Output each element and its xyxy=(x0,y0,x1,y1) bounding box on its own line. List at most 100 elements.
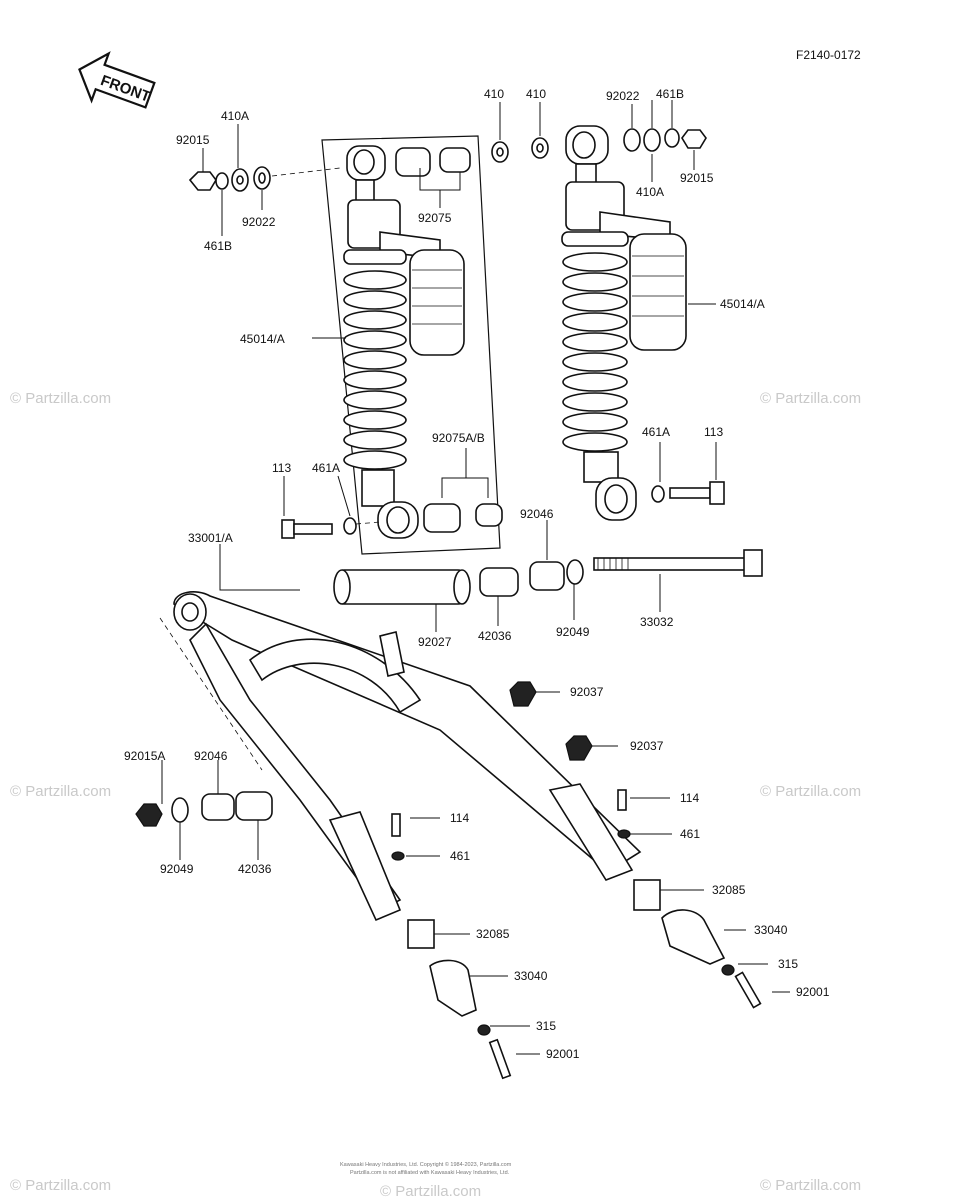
shock-bolts xyxy=(281,481,725,539)
label-461B-top-left: 461B xyxy=(204,239,232,253)
swingarm-hardware xyxy=(391,681,631,861)
right-shock-group xyxy=(561,125,687,521)
leader-lines xyxy=(161,100,790,1055)
label-461-left: 461 xyxy=(450,849,470,863)
label-92049-center: 92049 xyxy=(556,625,590,639)
label-92015A: 92015A xyxy=(124,749,165,763)
label-45014-left: 45014/A xyxy=(240,332,285,346)
block-32085-left xyxy=(407,919,435,949)
bushing-92075A xyxy=(423,503,461,533)
chain-adjusters xyxy=(407,879,762,1080)
label-33032: 33032 xyxy=(640,615,674,629)
watermarks: © Partzilla.com © Partzilla.com © Partzi… xyxy=(10,390,861,1200)
swingarm xyxy=(159,591,642,922)
washer-461B-left xyxy=(215,172,229,190)
label-315-right: 315 xyxy=(778,957,798,971)
label-113-right: 113 xyxy=(704,425,723,439)
diagram-code: F2140-0172 xyxy=(796,48,861,62)
footer-line-2: Partzilla.com is not affiliated with Kaw… xyxy=(350,1170,510,1176)
bushing-42036-center xyxy=(479,567,519,597)
label-92001-left: 92001 xyxy=(546,1047,580,1061)
top-right-hardware xyxy=(491,128,707,163)
label-92075: 92075 xyxy=(418,211,452,225)
label-92046-left: 92046 xyxy=(194,749,228,763)
label-92037-b: 92037 xyxy=(630,739,664,753)
bolt-114-right xyxy=(617,789,627,811)
label-92049-left: 92049 xyxy=(160,862,194,876)
left-shock-reservoir xyxy=(409,249,465,356)
watermark-bottom-left: © Partzilla.com xyxy=(10,1177,111,1194)
adjuster-33040-right xyxy=(661,909,726,965)
footer: Kawasaki Heavy Industries, Ltd. Copyrigh… xyxy=(340,1161,512,1176)
label-410-a: 410 xyxy=(484,87,504,101)
bearing-92046-center xyxy=(529,561,565,591)
label-315-left: 315 xyxy=(536,1019,556,1033)
bushing-92075-b xyxy=(439,147,471,173)
left-pivot-hardware xyxy=(135,791,273,827)
label-92015-top-right: 92015 xyxy=(680,171,714,185)
bushing-92075B xyxy=(475,503,503,527)
nut-315-left xyxy=(477,1024,491,1036)
washer-461-left xyxy=(391,851,405,861)
label-114-left: 114 xyxy=(450,811,469,825)
label-92022-top-right: 92022 xyxy=(606,89,640,103)
label-461A-left: 461A xyxy=(312,461,340,475)
label-114-right: 114 xyxy=(680,791,699,805)
seal-92049-center xyxy=(566,559,584,585)
label-92015-top-left: 92015 xyxy=(176,133,210,147)
nut-92015-right xyxy=(681,129,707,149)
label-410-b: 410 xyxy=(526,87,546,101)
label-45014-right: 45014/A xyxy=(720,297,765,311)
watermark-bottom-right: © Partzilla.com xyxy=(760,1177,861,1194)
nut-92015A xyxy=(135,803,163,827)
pivot-parts xyxy=(333,549,763,605)
label-33040-right: 33040 xyxy=(754,923,788,937)
nut-92015-left xyxy=(188,171,217,191)
label-42036-center: 42036 xyxy=(478,629,512,643)
label-92046-center: 92046 xyxy=(520,507,554,521)
label-32085-right: 32085 xyxy=(712,883,746,897)
bolt-113-left xyxy=(281,519,295,539)
watermark-bottom-center: © Partzilla.com xyxy=(380,1183,481,1200)
left-shock-group xyxy=(321,135,503,555)
label-92001-right: 92001 xyxy=(796,985,830,999)
label-92075AB: 92075A/B xyxy=(432,431,485,445)
part-labels: 92015 410A 92022 461B 92075 410 410 9202… xyxy=(124,87,830,1061)
washer-461-right xyxy=(617,829,631,839)
bearing-92046-left xyxy=(201,793,235,821)
label-461B-top-right: 461B xyxy=(656,87,684,101)
watermark-left-2: © Partzilla.com xyxy=(10,783,111,800)
bushing-92075-a xyxy=(395,147,431,177)
washer-410A-right xyxy=(643,128,661,152)
nut-92037-b xyxy=(565,735,593,761)
washer-461B-right xyxy=(664,128,680,148)
seal-92049-left xyxy=(171,797,189,823)
label-33040-left: 33040 xyxy=(514,969,548,983)
bolt-92001-right xyxy=(734,971,762,1009)
label-461-right: 461 xyxy=(680,827,700,841)
collar-92027 xyxy=(335,569,467,605)
bolt-92001-left xyxy=(488,1038,512,1080)
label-92037-a: 92037 xyxy=(570,685,604,699)
nut-315-right xyxy=(721,964,735,976)
shaft-33032 xyxy=(593,549,763,577)
bolt-113-right xyxy=(709,481,725,505)
right-shock-spring xyxy=(561,231,629,452)
label-92027: 92027 xyxy=(418,635,452,649)
label-461A-right: 461A xyxy=(642,425,670,439)
label-92022-top-left: 92022 xyxy=(242,215,276,229)
front-arrow: FRONT xyxy=(78,51,156,109)
bolt-114-left xyxy=(391,813,401,837)
bushing-42036-left xyxy=(235,791,273,821)
nut-92037-a xyxy=(509,681,537,707)
label-410A-top-left: 410A xyxy=(221,109,249,123)
watermark-left: © Partzilla.com xyxy=(10,390,111,407)
right-shock-reservoir xyxy=(629,233,687,351)
washer-461A-left xyxy=(343,517,357,535)
label-113-left: 113 xyxy=(272,461,291,475)
footer-line-1: Kawasaki Heavy Industries, Ltd. Copyrigh… xyxy=(340,1161,512,1168)
label-42036-left: 42036 xyxy=(238,862,272,876)
washer-92022-right xyxy=(623,128,641,152)
label-410A-top-right: 410A xyxy=(636,185,664,199)
label-33001A: 33001/A xyxy=(188,531,233,545)
